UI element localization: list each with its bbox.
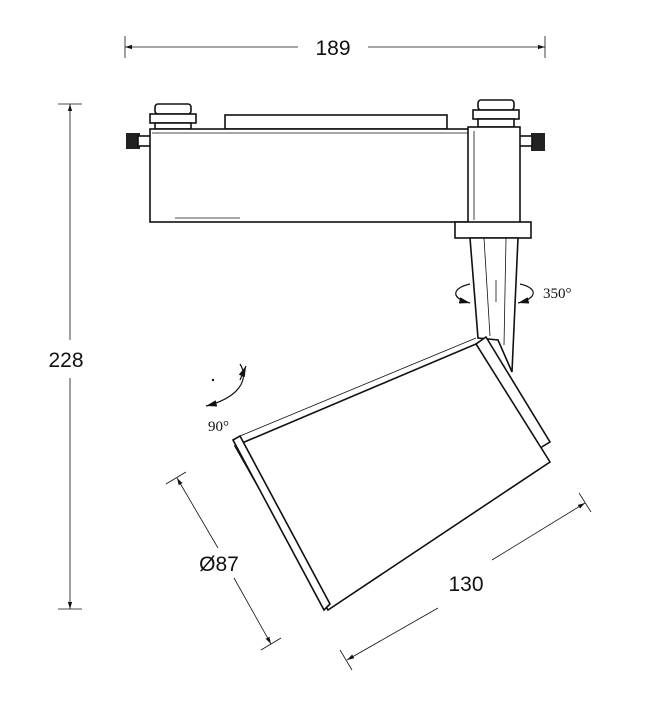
tilt-angle-label: 90°	[208, 419, 229, 435]
length-label: 130	[448, 573, 483, 596]
diameter-label: Ø87	[199, 553, 239, 576]
rotation-angle-label: 350°	[543, 286, 572, 302]
lamp-head	[231, 335, 552, 612]
height-dimension: 228	[48, 103, 84, 610]
rotation-indicator: 350°	[455, 283, 572, 304]
height-label: 228	[48, 349, 83, 372]
width-dimension: 189	[124, 36, 546, 60]
length-dimension: 130	[339, 492, 592, 671]
track-adapter	[126, 99, 545, 239]
width-label: 189	[315, 37, 350, 60]
arm-stem	[469, 237, 519, 373]
diameter-dimension: Ø87	[165, 471, 282, 651]
tilt-indicator: 90°	[205, 363, 247, 435]
